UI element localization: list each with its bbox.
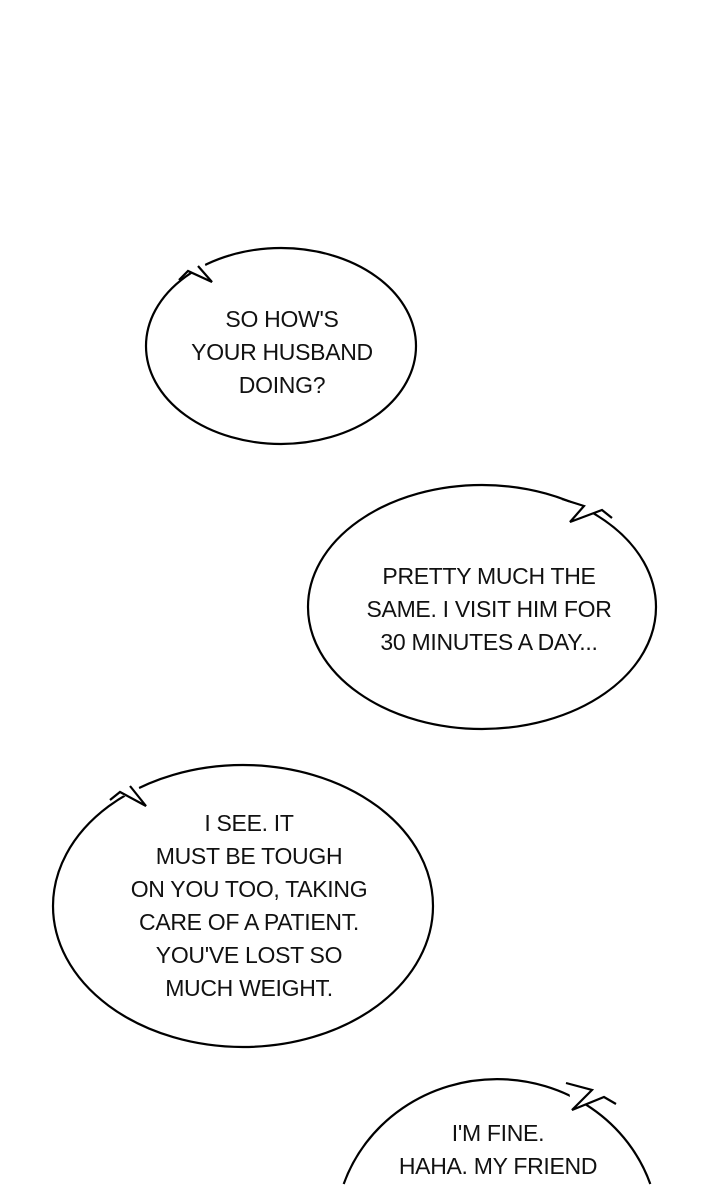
speech-bubble-2: [306, 483, 658, 731]
text-line: SAME. I VISIT HIM FOR: [366, 596, 612, 622]
bubble-4-text: I'M FINE. HAHA. MY FRIEND: [398, 1117, 598, 1183]
text-line: MUST BE TOUGH: [155, 843, 343, 869]
text-line: SO HOW'S: [225, 306, 339, 332]
text-line: I'M FINE.: [451, 1120, 545, 1146]
text-line: YOUR HUSBAND: [191, 339, 373, 365]
text-line: MUCH WEIGHT.: [165, 975, 333, 1001]
text-line: PRETTY MUCH THE: [382, 563, 596, 589]
text-line: ON YOU TOO, TAKING: [130, 876, 368, 902]
bubble-3-text: I SEE. IT MUST BE TOUGH ON YOU TOO, TAKI…: [131, 807, 368, 1005]
speech-bubble-1: [144, 246, 418, 446]
text-line: YOU'VE LOST SO: [155, 942, 343, 968]
text-line: 30 MINUTES A DAY...: [380, 629, 598, 655]
text-line: HAHA. MY FRIEND: [398, 1153, 598, 1179]
speech-bubble-3: [51, 763, 435, 1049]
bubble-2-text: PRETTY MUCH THE SAME. I VISIT HIM FOR 30…: [366, 560, 611, 659]
text-line: CARE OF A PATIENT.: [139, 909, 359, 935]
speech-bubble-4: [342, 1078, 652, 1185]
bubble-1-text: SO HOW'S YOUR HUSBAND DOING?: [191, 303, 373, 402]
text-line: DOING?: [238, 372, 326, 398]
text-line: I SEE. IT: [204, 810, 294, 836]
